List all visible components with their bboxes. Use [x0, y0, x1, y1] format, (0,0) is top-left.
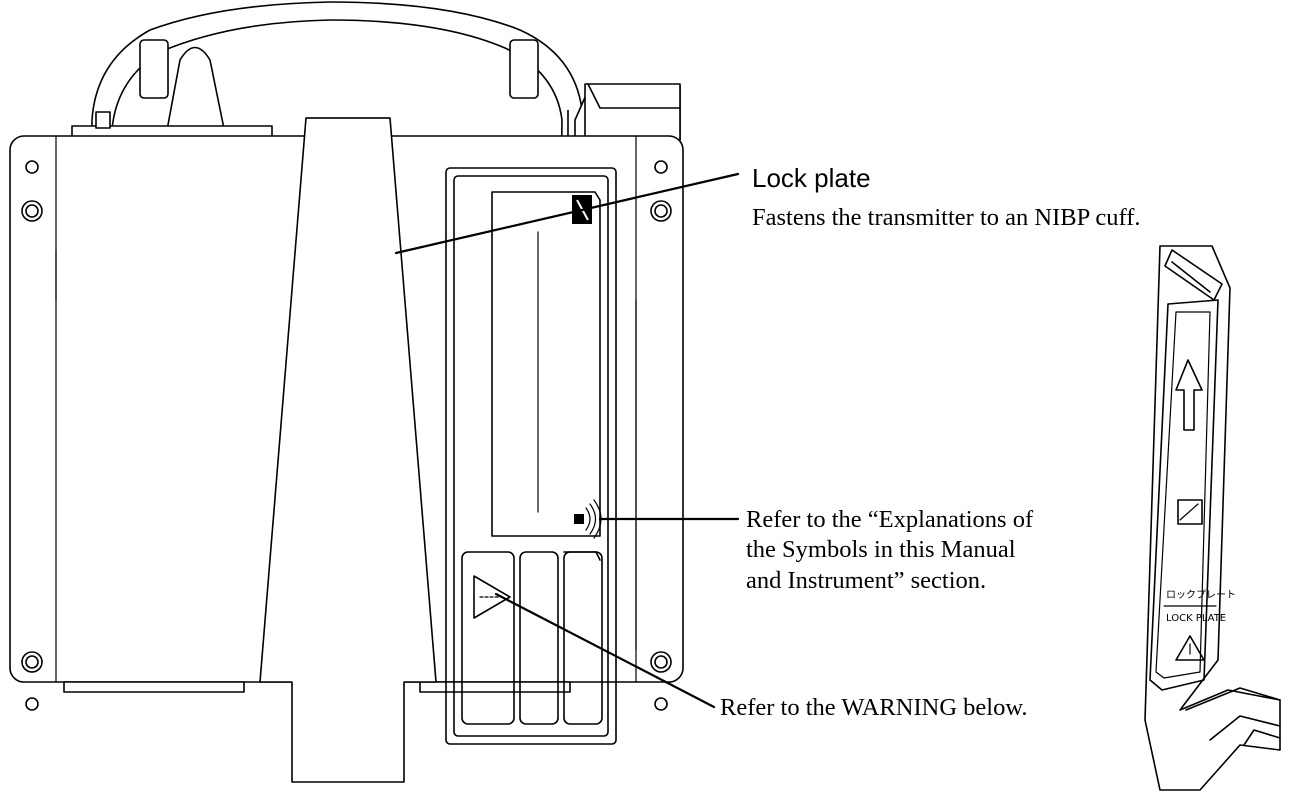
symbols-line-2: the Symbols in this Manual	[746, 536, 1016, 563]
warning-symbol-icon	[473, 575, 511, 619]
label-panel	[445, 167, 617, 745]
top-right-bump	[567, 83, 681, 141]
screw-holes	[21, 160, 672, 711]
lock-plate-callout: Lock plate Fastens the transmitter to an…	[752, 163, 1141, 231]
detached-lock-plate: ロックプレート LOCK PLATE	[1144, 245, 1281, 791]
lock-plate-description: Fastens the transmitter to an NIBP cuff.	[752, 204, 1141, 231]
plate-label-english: LOCK PLATE	[1166, 613, 1226, 624]
plate-label-japanese: ロックプレート	[1166, 589, 1236, 601]
lock-plate-on-body	[259, 117, 437, 783]
lock-plate-leader	[394, 172, 740, 255]
warning-callout: Refer to the WARNING below.	[720, 694, 1028, 721]
symbols-line-3: and Instrument” section.	[746, 567, 986, 594]
plate-warning-triangle-icon	[1175, 635, 1205, 661]
warning-leader	[494, 592, 716, 709]
symbols-callout: Refer to the “Explanations of the Symbol…	[746, 506, 1034, 594]
lock-plate-title: Lock plate	[752, 163, 871, 193]
symbols-line-1: Refer to the “Explanations of	[746, 506, 1034, 533]
